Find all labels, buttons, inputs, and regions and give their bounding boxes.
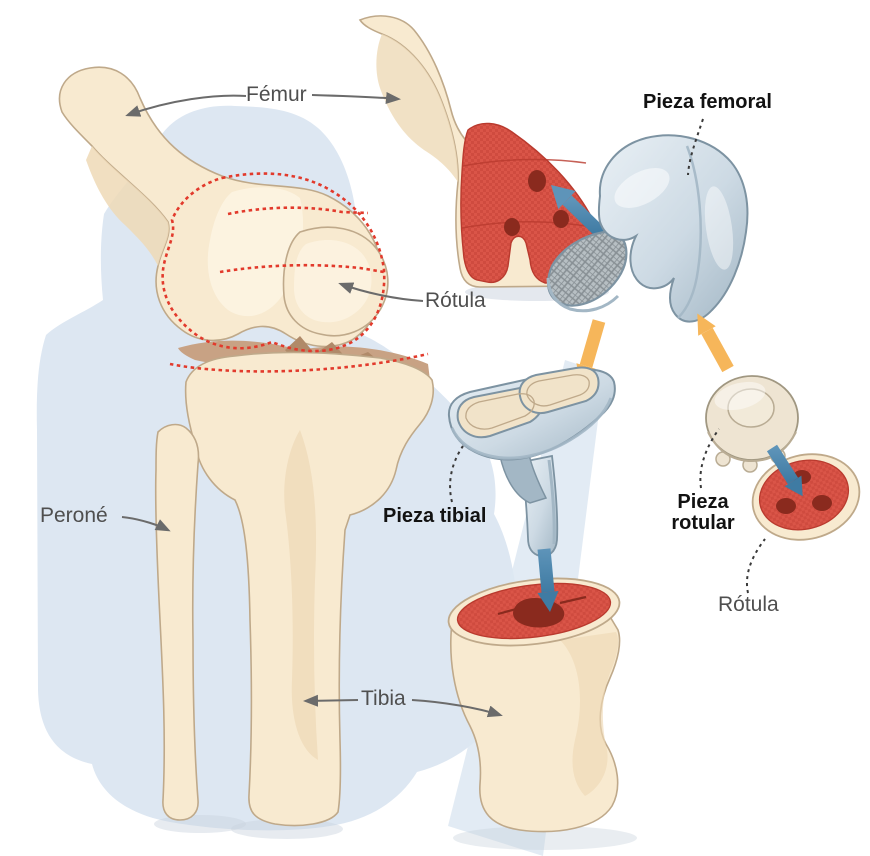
leader-perone xyxy=(121,516,171,532)
femur-cut-surface xyxy=(460,122,602,284)
leader-tibia-right xyxy=(411,699,503,718)
leader-pieza-rotular xyxy=(699,428,720,489)
patella-highlight xyxy=(294,240,372,323)
leader-femur-left xyxy=(125,94,247,117)
arrow-tibial-insertion xyxy=(537,548,559,612)
leader-rotula-left xyxy=(338,282,424,302)
tibial-insert-left-line xyxy=(465,393,535,430)
leader-tibia-left xyxy=(303,694,359,707)
resection-dashed-lines xyxy=(161,172,429,373)
femur-fixation-holes xyxy=(504,170,569,236)
label-pieza-tibial: Pieza tibial xyxy=(383,505,487,527)
femoral-component-highlight-2 xyxy=(614,168,670,208)
tibial-cone xyxy=(499,453,548,504)
leader-pieza-tibial xyxy=(449,445,464,503)
tibia-hole-cracks xyxy=(497,595,587,616)
leader-femur-right xyxy=(311,91,401,104)
leader-lines xyxy=(121,91,503,718)
patellar-group xyxy=(705,375,861,541)
cut-femur-shading xyxy=(376,34,459,182)
arrow-to-femoral-step xyxy=(697,313,734,373)
label-pieza-femoral: Pieza femoral xyxy=(643,91,772,113)
femoral-component-highlight xyxy=(704,186,734,270)
label-tibia: Tibia xyxy=(361,687,406,710)
cut-patella xyxy=(751,453,861,541)
tibia-shading xyxy=(284,430,318,760)
label-pieza-rotular: Pieza rotular xyxy=(671,491,735,534)
femur-notch xyxy=(510,244,529,284)
femur-shading xyxy=(86,146,169,266)
tibial-stem-edge xyxy=(547,459,556,545)
tibial-insert-right-line xyxy=(526,374,590,407)
cut-tibia-group xyxy=(447,577,621,833)
dashed-leader-lines xyxy=(449,118,766,594)
femur-cut-facet-lines xyxy=(461,158,593,229)
cut-tibia-shading xyxy=(560,632,619,796)
condyle-highlight xyxy=(207,187,304,317)
label-perone: Peroné xyxy=(40,504,108,527)
label-femur: Fémur xyxy=(246,83,307,106)
tibial-component xyxy=(447,366,616,558)
arrow-femoral-insertion xyxy=(551,185,607,239)
tibial-insert-right xyxy=(518,366,600,414)
femoral-component-pad-rim xyxy=(546,277,620,313)
patellar-button xyxy=(705,375,799,473)
arrow-patellar-insertion xyxy=(766,444,803,497)
tibial-tray-rim xyxy=(450,397,613,460)
femoral-component-groove xyxy=(677,145,702,319)
femoral-component xyxy=(546,134,749,323)
label-rotula-right: Rótula xyxy=(718,593,779,616)
label-rotula-left: Rótula xyxy=(425,289,486,312)
leader-rotula-right xyxy=(746,538,766,594)
